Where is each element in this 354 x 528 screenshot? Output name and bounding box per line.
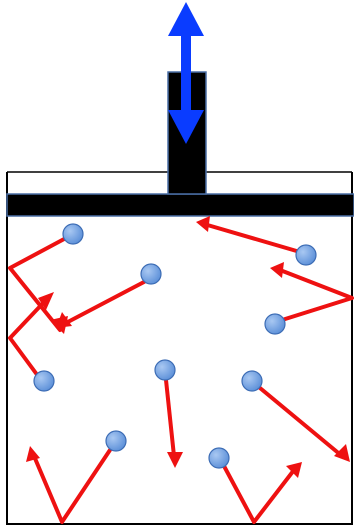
arrowhead: [167, 452, 183, 468]
molecule: [264, 313, 286, 335]
molecule: [105, 430, 127, 452]
arrowhead: [270, 262, 284, 278]
velocity-arrow: [32, 448, 112, 524]
molecule: [208, 447, 230, 469]
arrowhead: [56, 312, 72, 328]
velocity-arrow: [258, 386, 344, 458]
velocity-arrow: [164, 378, 176, 458]
arrowhead: [196, 216, 210, 232]
molecule: [295, 244, 317, 266]
arrowhead: [286, 462, 302, 478]
molecule: [33, 370, 55, 392]
molecule: [62, 223, 84, 245]
velocity-arrow: [202, 222, 302, 254]
arrowheads: [26, 216, 350, 478]
piston-plate[interactable]: [6, 193, 354, 217]
arrowhead: [334, 444, 350, 462]
molecules: [33, 223, 317, 469]
velocity-arrow: [222, 464, 296, 524]
molecule: [140, 263, 162, 285]
velocity-arrow: [8, 298, 48, 378]
velocity-arrow: [62, 280, 146, 326]
molecule: [154, 359, 176, 381]
velocity-arrow: [278, 268, 354, 322]
container-walls: [6, 172, 353, 525]
velocity-arrows: [8, 222, 354, 524]
arrowhead: [26, 446, 40, 462]
molecule: [241, 370, 263, 392]
arrowhead: [38, 292, 54, 310]
velocity-arrow: [8, 236, 68, 332]
double-arrow-icon: [168, 2, 204, 144]
